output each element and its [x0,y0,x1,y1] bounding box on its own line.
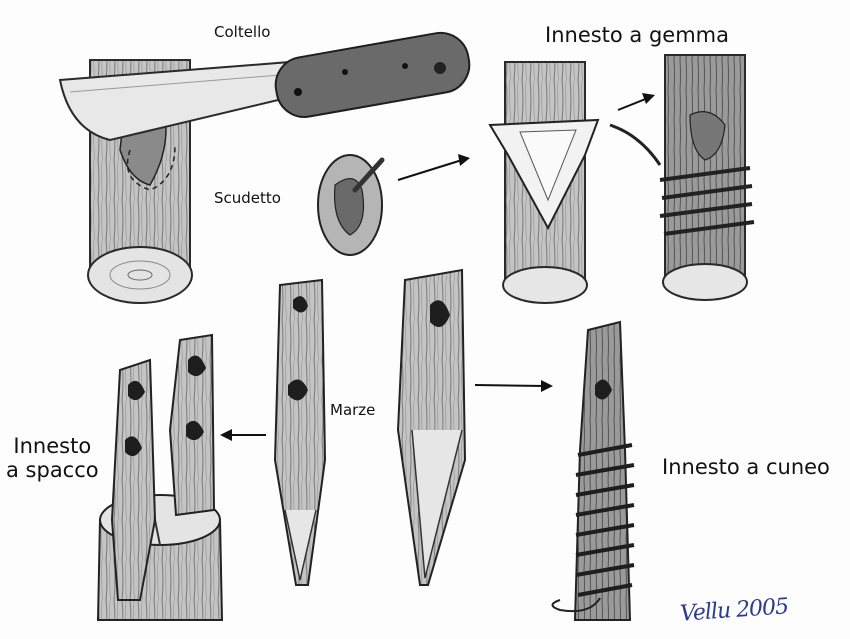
arrow-to-wedge-graft [474,380,553,392]
shield-label: Scudetto [214,189,281,207]
tied-bud-graft [609,54,755,301]
knife-label: Coltello [214,23,271,41]
shield-piece [317,154,385,256]
bud-grafting-label: Innesto a gemma [545,23,730,47]
wedge-grafting-label: Innesto a cuneo [662,455,830,479]
cleft-grafting-label: Innesto a spacco [6,434,99,483]
knife [58,31,471,142]
arrow-to-cleft-graft [220,429,266,441]
scion-middle [273,278,327,586]
scions-label: Marze [330,401,376,419]
cleft-graft [96,333,224,621]
wedge-graft [551,320,635,621]
arrow-to-bud-graft [397,154,470,181]
scion-wedge-cut [396,268,467,586]
t-cut-stock [488,61,600,304]
